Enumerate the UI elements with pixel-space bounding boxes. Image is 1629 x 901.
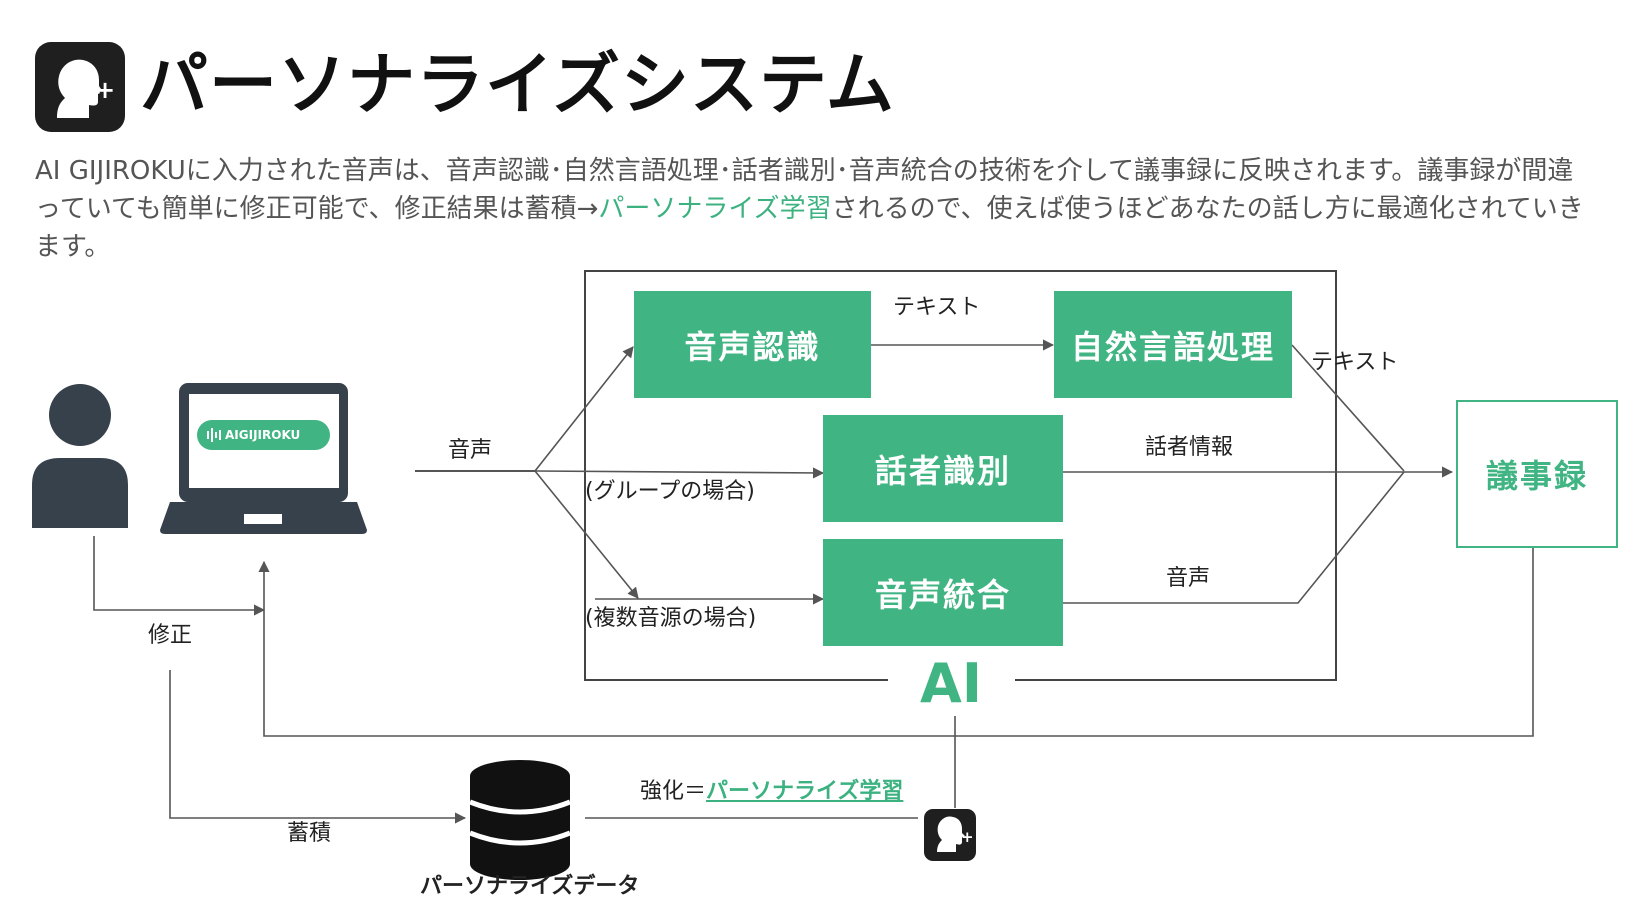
accumulate-line	[169, 670, 467, 824]
label-multi-source-case: (複数音源の場合)	[585, 606, 757, 631]
label-database: パーソナライズデータ	[420, 874, 640, 899]
label-accumulate: 蓄積	[287, 821, 332, 846]
label-voice-input: 音声	[448, 438, 493, 463]
box-nlp: 自然言語処理	[1054, 291, 1292, 398]
svg-text:+: +	[95, 76, 115, 104]
branch-down	[534, 470, 639, 599]
ai-container-frame	[584, 270, 1337, 681]
voice-out	[1063, 471, 1405, 604]
personalize-icon: + +	[35, 42, 125, 132]
database-icon	[469, 760, 571, 880]
small-personalize-icon: +	[924, 809, 976, 861]
box-minutes: 議事録	[1456, 400, 1618, 548]
label-enhance: 強化＝パーソナライズ学習	[640, 778, 903, 806]
svg-text:+: +	[961, 828, 974, 846]
intro-text-2: されるので、使えば使うほどあなたの話し方に最適化されていきます。	[35, 194, 1584, 262]
personalize-glyph: + +	[57, 59, 119, 118]
feedback-loop	[258, 546, 1534, 737]
label-group-case: (グループの場合)	[585, 479, 755, 504]
branch-to-speech	[534, 346, 634, 472]
personalize-learning-link[interactable]: パーソナライズ学習	[706, 779, 904, 804]
correction-line	[93, 536, 266, 616]
user-icon	[32, 384, 128, 528]
box-speaker-identification: 話者識別	[823, 415, 1063, 522]
ai-label: AI	[892, 652, 1010, 716]
laptop-logo-text: AIGIJIROKU	[225, 428, 301, 442]
page-title: パーソナライズシステム	[140, 46, 895, 125]
svg-text:+: +	[97, 77, 119, 107]
intro-highlight: パーソナライズ学習	[598, 194, 832, 224]
logo-wave-icon	[207, 428, 221, 442]
label-speaker-info: 話者情報	[1145, 435, 1234, 460]
nlp-out	[1291, 344, 1405, 472]
laptop-logo: AIGIJIROKU	[197, 420, 330, 450]
intro-text-1: AI GIJIROKUに入力された音声は、音声認識･自然言語処理･話者識別･音声…	[35, 156, 1574, 224]
laptop-icon	[160, 383, 367, 534]
intro-paragraph: AI GIJIROKUに入力された音声は、音声認識･自然言語処理･話者識別･音声…	[35, 152, 1595, 266]
label-enhance-prefix: 強化＝	[640, 779, 707, 804]
label-voice-output: 音声	[1166, 566, 1211, 591]
box-speech-recognition: 音声認識	[634, 291, 871, 398]
label-correction: 修正	[148, 623, 193, 648]
branch-to-speaker	[534, 467, 825, 479]
label-text-2: テキスト	[1311, 350, 1399, 375]
label-text-1: テキスト	[893, 295, 981, 320]
box-voice-integration: 音声統合	[823, 539, 1063, 646]
